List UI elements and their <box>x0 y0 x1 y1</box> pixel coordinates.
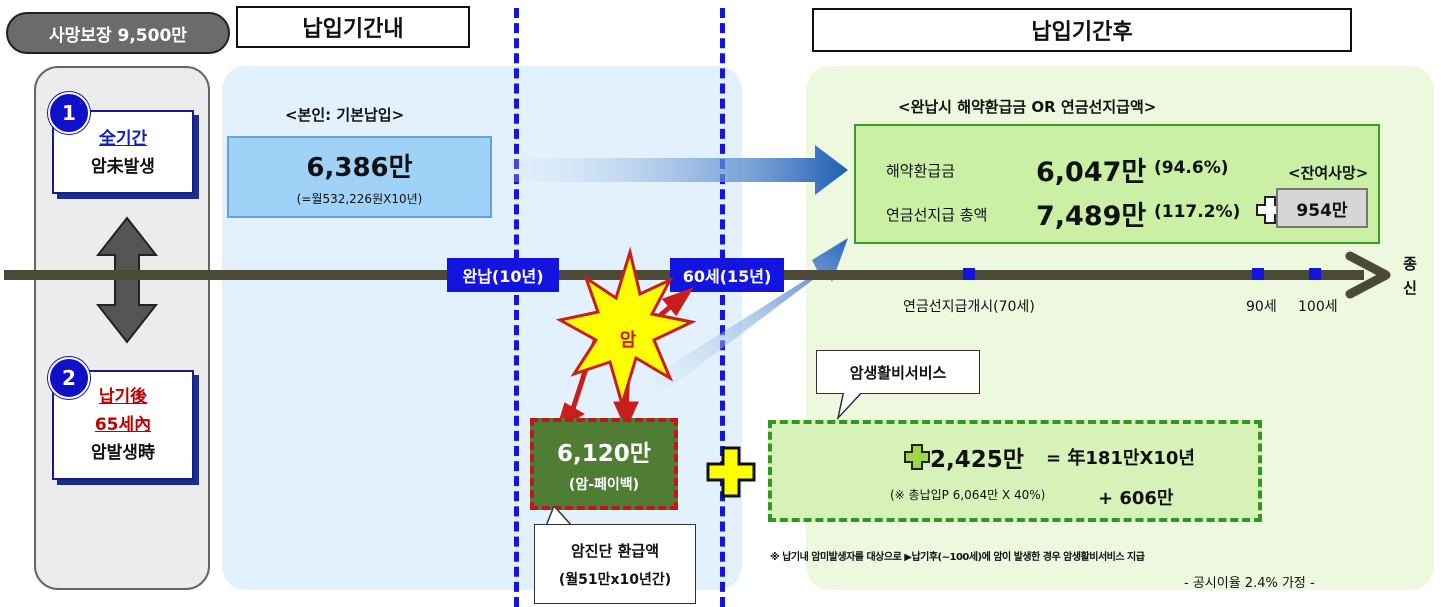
annuity-ratio: (117.2%) <box>1154 202 1241 222</box>
cancer-living-service-callout: 암생활비서비스 <box>816 350 980 394</box>
premium-to-maturity-arrow <box>498 145 848 195</box>
service-note: (※ 총납입P 6,064만 X 40%) <box>890 488 1046 502</box>
case-2-number-badge: 2 <box>48 357 90 399</box>
paid-up-dashed-line <box>514 8 519 607</box>
paid-up-tag: 완납(10년) <box>447 258 559 292</box>
age90-label: 90세 <box>1246 299 1277 315</box>
plus-icon <box>706 446 756 498</box>
surrender-ratio: (94.6%) <box>1154 158 1229 178</box>
case-1-line1: 全기간 <box>98 128 148 149</box>
maturity-caption: <완납시 해약환급금 OR 연금선지급액> <box>898 98 1157 116</box>
payback-label: (암-페이백) <box>568 477 640 493</box>
service-formula: = 年181만X10년 <box>1046 448 1195 469</box>
premium-box: 6,386만 (=월532,226원X10년) <box>227 136 492 218</box>
death-coverage-pill: 사망보장 9,500만 <box>6 12 230 54</box>
service-callout-pointer <box>836 390 866 420</box>
annuity-start-label: 연금선지급개시(70세) <box>903 299 1035 315</box>
case-2-line2: 65세內 <box>94 414 152 435</box>
age60-dashed-line <box>720 8 725 607</box>
payback-amount: 6,120만 <box>557 441 651 467</box>
cancer-burst-label: 암 <box>619 330 637 351</box>
annuity-start-marker <box>963 268 975 280</box>
case-2-line3: 암발생時 <box>91 442 155 463</box>
plus-icon <box>904 444 930 470</box>
premium-amount: 6,386만 <box>306 153 413 183</box>
premium-caption: <본인: 기본납입> <box>285 106 405 124</box>
payback-callout: 암진단 환급액 (월51만x10년간) <box>534 524 696 604</box>
after-payment-period-label: 납입기간후 <box>812 8 1352 52</box>
annuity-amount: 7,489만 <box>1036 201 1147 232</box>
case-1-number-badge: 1 <box>48 92 90 134</box>
surrender-amount: 6,047만 <box>1036 157 1147 188</box>
payback-callout-line2: (월51만x10년간) <box>558 571 672 588</box>
age90-marker <box>1252 268 1264 280</box>
plus-icon <box>1256 196 1284 224</box>
during-payment-period-label: 납입기간내 <box>236 6 470 48</box>
maturity-box: 해약환급금 6,047만 (94.6%) 연금선지급 총액 7,489만 (11… <box>854 124 1380 244</box>
cancer-payback-box: 6,120만 (암-페이백) <box>530 418 678 510</box>
surrender-label: 해약환급금 <box>886 162 956 180</box>
age100-label: 100세 <box>1298 299 1338 315</box>
age60-tag: 60세(15년) <box>670 258 784 292</box>
case-2-line1: 납기後 <box>98 386 148 407</box>
residual-death-caption: <잔여사망> <box>1288 164 1369 182</box>
interest-assumption: - 공시이율 2.4% 가정 - <box>1184 576 1315 591</box>
residual-death-amount: 954만 <box>1276 188 1368 228</box>
service-extra-amount: + 606만 <box>1098 488 1174 509</box>
age100-marker <box>1309 268 1321 280</box>
premium-detail: (=월532,226원X10년) <box>296 192 423 206</box>
footnote: ※ 납기내 암미발생자를 대상으로 ▶납기후(~100세)에 암이 발생한 경우… <box>770 552 1145 563</box>
service-amount: 2,425만 <box>930 447 1024 473</box>
lifetime-label: 종신 <box>1403 255 1417 297</box>
cancer-to-maturity-arrow <box>650 238 848 395</box>
annuity-label: 연금선지급 총액 <box>886 206 988 224</box>
case-1-line2: 암未발생 <box>91 156 155 177</box>
cancer-living-service-box: 2,425만 = 年181만X10년 (※ 총납입P 6,064만 X 40%)… <box>768 420 1262 522</box>
payback-callout-line1: 암진단 환급액 <box>570 541 660 560</box>
